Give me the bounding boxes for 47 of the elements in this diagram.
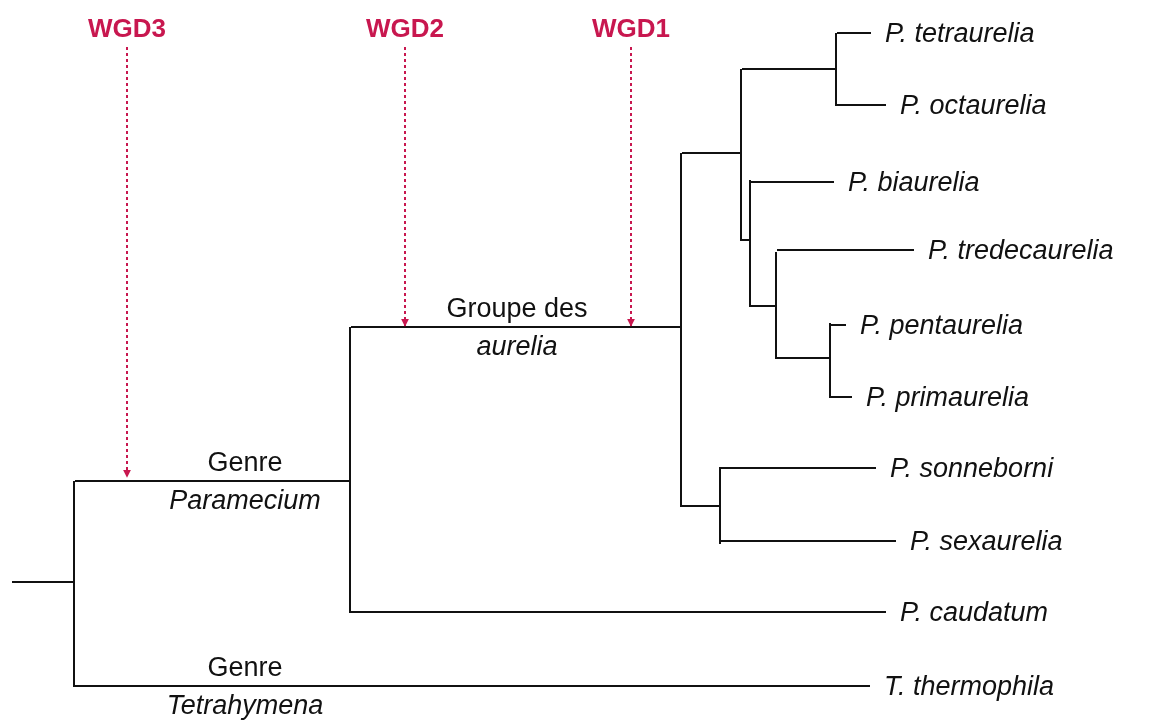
clade-branch-line: [740, 69, 742, 241]
species-name: P. sexaurelia: [910, 525, 1063, 557]
event-arrow: [401, 46, 409, 327]
tree-branch: [741, 239, 750, 241]
species-name: P. primaurelia: [866, 381, 1030, 413]
branch-label: Genre Tetrahymena: [165, 651, 325, 722]
tree-branch: [350, 326, 681, 328]
event-label: WGD3: [88, 13, 166, 43]
tree-branch: [836, 104, 887, 106]
clade-branch-line: [835, 33, 837, 106]
tree-branch: [750, 181, 835, 183]
tree-branch: [74, 480, 350, 482]
event-arrow: [123, 46, 131, 478]
species-name: P. caudatum: [900, 596, 1049, 628]
tree-branch: [350, 611, 887, 613]
species-name: P. tetraurelia: [885, 17, 1035, 49]
tree-branch: [750, 305, 776, 307]
clade-branch-line: [349, 327, 351, 613]
tree-branch: [681, 152, 741, 154]
tree-branch: [74, 685, 871, 687]
tree-branch: [11, 581, 74, 583]
tree-branch: [720, 540, 897, 542]
species-name: P. pentaurelia: [860, 309, 1024, 341]
clade-branch-line: [775, 252, 777, 359]
tree-branch: [720, 467, 877, 469]
tree-branch: [830, 324, 847, 326]
clade-branch-line: [829, 323, 831, 398]
species-name: P. tredecaurelia: [928, 234, 1114, 266]
event-arrow: [627, 46, 635, 327]
branch-label: Genre Paramecium: [168, 446, 322, 517]
branch-label: Groupe des aurelia: [445, 292, 589, 363]
species-name: P. biaurelia: [848, 166, 980, 198]
tree-branch: [776, 249, 915, 251]
species-name: P. sonneborni: [890, 452, 1054, 484]
species-name: T. thermophila: [884, 670, 1055, 702]
clade-branch-line: [680, 153, 682, 507]
clade-branch-line: [73, 481, 75, 687]
tree-branch: [830, 396, 853, 398]
clade-branch-line: [749, 180, 751, 307]
species-name: P. octaurelia: [900, 89, 1047, 121]
clade-branch-line: [719, 467, 721, 544]
tree-branch: [776, 357, 830, 359]
tree-branch: [836, 32, 872, 34]
event-label: WGD2: [366, 13, 444, 43]
event-label: WGD1: [592, 13, 670, 43]
tree-branch: [741, 68, 836, 70]
tree-branch: [681, 505, 720, 507]
